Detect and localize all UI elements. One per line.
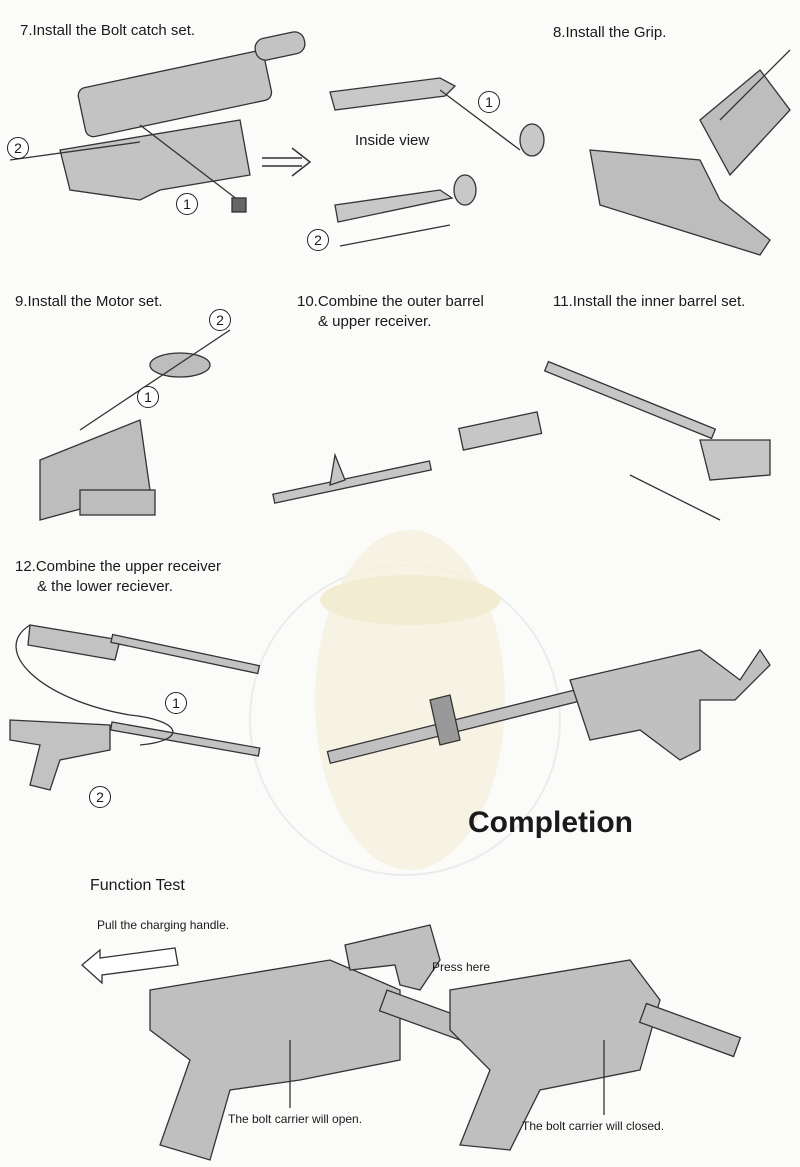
callout-1: 1 <box>478 91 500 113</box>
callout-1: 1 <box>137 386 159 408</box>
inside-view-label: Inside view <box>355 132 430 149</box>
motor-drawing <box>39 329 231 521</box>
callout-1: 1 <box>165 692 187 714</box>
bolt-open-label: The bolt carrier will open. <box>228 1112 363 1126</box>
step-11-title: 11.Install the inner barrel set. <box>553 293 746 310</box>
step-7-title: 7.Install the Bolt catch set. <box>20 22 196 39</box>
step-10-title-line1: 10.Combine the outer barrel <box>297 293 484 310</box>
step-9-title: 9.Install the Motor set. <box>15 293 163 310</box>
pull-charging-handle-label: Pull the charging handle. <box>97 918 230 932</box>
outer-barrel-drawing <box>272 411 543 504</box>
step-8-title: 8.Install the Grip. <box>553 24 667 41</box>
step-10-title-line2: & upper receiver. <box>318 313 432 330</box>
completion-heading: Completion <box>468 806 633 839</box>
upper-lower-drawing <box>9 624 261 791</box>
press-here-label: Press here <box>432 960 491 974</box>
bolt-catch-receiver-drawing <box>9 31 306 213</box>
callout-2: 2 <box>209 309 231 331</box>
inside-view-drawing <box>329 77 545 247</box>
step-12-title-line2: & the lower reciever. <box>37 578 173 595</box>
completed-rifle-drawing <box>326 648 771 765</box>
step-12-title-line1: 12.Combine the upper receiver <box>15 558 221 575</box>
grip-drawing <box>589 49 791 256</box>
bolt-closed-label: The bolt carrier will closed. <box>522 1119 665 1133</box>
callout-2: 2 <box>89 786 111 808</box>
function-test-drawings <box>81 924 742 1161</box>
callout-2: 2 <box>7 137 29 159</box>
callout-2: 2 <box>307 229 329 251</box>
function-test-title: Function Test <box>90 877 185 894</box>
inner-barrel-drawing <box>543 360 771 521</box>
arrow-icon <box>262 147 312 177</box>
callout-1: 1 <box>176 193 198 215</box>
